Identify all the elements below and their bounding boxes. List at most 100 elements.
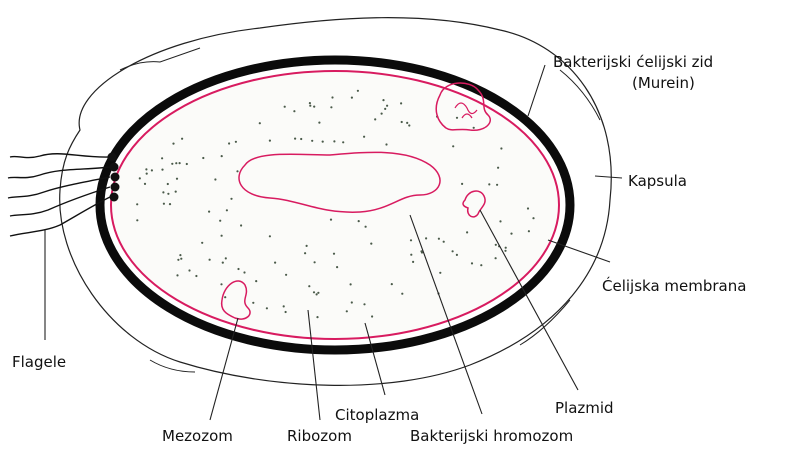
ribosome-dot bbox=[163, 203, 165, 205]
ribosome-dot bbox=[333, 140, 335, 142]
ribosome-dot bbox=[410, 254, 412, 256]
ribosome-dot bbox=[420, 250, 422, 252]
ribosome-dot bbox=[452, 250, 454, 252]
ribosome-dot bbox=[313, 106, 315, 108]
ribosome-dot bbox=[384, 108, 386, 110]
ribosome-dot bbox=[176, 274, 178, 276]
ribosome-dot bbox=[466, 231, 468, 233]
ribosome-dot bbox=[410, 239, 412, 241]
ribosome-dot bbox=[495, 244, 497, 246]
ribosome-dot bbox=[365, 226, 367, 228]
ribosome-dot bbox=[461, 183, 463, 185]
ribosome-dot bbox=[300, 138, 302, 140]
ribosome-dot bbox=[171, 163, 173, 165]
ribosome-dot bbox=[162, 191, 164, 193]
ribosome-dot bbox=[473, 127, 475, 129]
ribosome-dot bbox=[175, 191, 177, 193]
ribosome-dot bbox=[201, 242, 203, 244]
ribosome-dot bbox=[180, 258, 182, 260]
ribosome-dot bbox=[308, 285, 310, 287]
ribosome-dot bbox=[139, 177, 141, 179]
ribosome-dot bbox=[374, 118, 376, 120]
ribosome-dot bbox=[224, 296, 226, 298]
ribosome-dot bbox=[284, 106, 286, 108]
ribosome-dot bbox=[269, 140, 271, 142]
ribosome-dot bbox=[382, 99, 384, 101]
label-capsule: Kapsula bbox=[628, 172, 687, 190]
label-mesosome: Mezozom bbox=[162, 427, 233, 445]
ribosome-dot bbox=[151, 169, 153, 171]
ribosome-dot bbox=[311, 140, 313, 142]
ribosome-dot bbox=[266, 307, 268, 309]
ribosome-dot bbox=[225, 257, 227, 259]
ribosome-dot bbox=[177, 259, 179, 261]
ribosome-dot bbox=[496, 184, 498, 186]
ribosome-dot bbox=[176, 178, 178, 180]
ribosome-dot bbox=[209, 259, 211, 261]
ribosome-dot bbox=[336, 266, 338, 268]
ribosome-dot bbox=[316, 316, 318, 318]
ribosome-dot bbox=[316, 293, 318, 295]
ribosome-dot bbox=[186, 163, 188, 165]
ribosome-dot bbox=[406, 122, 408, 124]
ribosome-dot bbox=[363, 303, 365, 305]
ribosome-dot bbox=[283, 305, 285, 307]
ribosome-dot bbox=[136, 219, 138, 221]
ribosome-dot bbox=[161, 169, 163, 171]
ribosome-dot bbox=[235, 141, 237, 143]
ribosome-dot bbox=[317, 292, 319, 294]
ribosome-dot bbox=[313, 291, 315, 293]
ribosome-dot bbox=[363, 136, 365, 138]
ribosome-dot bbox=[346, 310, 348, 312]
ribosome-dot bbox=[237, 268, 239, 270]
ribosome-dot bbox=[167, 193, 169, 195]
ribosome-dot bbox=[243, 271, 245, 273]
ribosome-dot bbox=[274, 262, 276, 264]
label-flagella: Flagele bbox=[12, 353, 66, 371]
ribosome-dot bbox=[391, 283, 393, 285]
ribosome-dot bbox=[500, 147, 502, 149]
ribosome-dot bbox=[527, 207, 529, 209]
ribosome-dot bbox=[532, 217, 534, 219]
ribosome-dot bbox=[314, 261, 316, 263]
ribosome-dot bbox=[400, 102, 402, 104]
ribosome-dot bbox=[480, 264, 482, 266]
ribosome-dot bbox=[456, 117, 458, 119]
ribosome-dot bbox=[331, 96, 333, 98]
ribosome-dot bbox=[342, 141, 344, 143]
ribosome-dot bbox=[219, 220, 221, 222]
leader-cell-wall bbox=[528, 65, 545, 116]
ribosome-dot bbox=[304, 252, 306, 254]
label-cell-wall-line2: (Murein) bbox=[632, 74, 695, 92]
ribosome-dot bbox=[385, 143, 387, 145]
ribosome-dot bbox=[497, 167, 499, 169]
ribosome-dot bbox=[456, 254, 458, 256]
ribosome-dot bbox=[208, 211, 210, 213]
ribosome-dot bbox=[226, 209, 228, 211]
ribosome-dot bbox=[146, 173, 148, 175]
ribosome-dot bbox=[228, 142, 230, 144]
ribosome-dot bbox=[309, 105, 311, 107]
ribosome-dot bbox=[386, 105, 388, 107]
ribosome-dot bbox=[145, 168, 147, 170]
ribosome-dot bbox=[412, 261, 414, 263]
ribosome-dot bbox=[499, 220, 501, 222]
ribosome-dot bbox=[381, 113, 383, 115]
label-plasmid: Plazmid bbox=[555, 399, 614, 417]
ribosome-dot bbox=[443, 241, 445, 243]
ribosome-dot bbox=[504, 250, 506, 252]
ribosome-dot bbox=[357, 90, 359, 92]
ribosome-dot bbox=[309, 102, 311, 104]
ribosome-dot bbox=[322, 141, 324, 143]
ribosome-dot bbox=[471, 262, 473, 264]
ribosome-dot bbox=[350, 283, 352, 285]
ribosome-dot bbox=[333, 253, 335, 255]
ribosome-dot bbox=[188, 269, 190, 271]
ribosome-dot bbox=[285, 311, 287, 313]
ribosome-dot bbox=[401, 121, 403, 123]
ribosome-dot bbox=[370, 243, 372, 245]
ribosome-dot bbox=[495, 257, 497, 259]
ribosome-dot bbox=[136, 203, 138, 205]
label-cytoplasm: Citoplazma bbox=[335, 406, 419, 424]
ribosome-dot bbox=[236, 170, 238, 172]
